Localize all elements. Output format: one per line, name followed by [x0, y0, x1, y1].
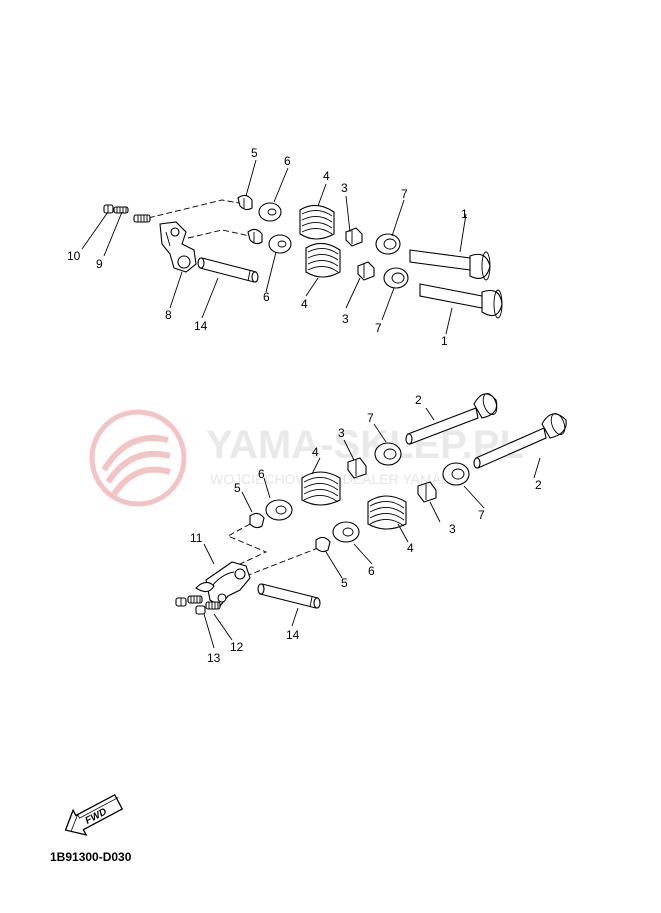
- valve: [405, 393, 498, 445]
- guide-line: [187, 229, 251, 239]
- watermark-logo-icon: [89, 409, 187, 507]
- valve-retainer: [249, 512, 265, 529]
- callout-valve: 1: [461, 207, 468, 221]
- spring-seat: [268, 234, 292, 254]
- bottom-assembly: 2 2 3 7 3 7 4 4 6 6 5 5 11 12 13 14: [175, 393, 567, 665]
- callout-valve-spring: 4: [312, 445, 319, 459]
- callout-valve-retainer: 5: [234, 481, 241, 495]
- valve-cotter: [417, 481, 437, 503]
- callout-valve-retainer: 5: [251, 146, 258, 160]
- callout-spring-seat: 6: [258, 467, 265, 481]
- valve-seal: [375, 233, 401, 255]
- valve-cotter: [345, 227, 363, 247]
- valve-seal: [383, 267, 409, 289]
- callout-rocker-shaft: 14: [194, 319, 208, 333]
- callout-valve-seal: 7: [375, 321, 382, 335]
- rocker-shaft: [257, 583, 321, 609]
- valve-retainer: [315, 536, 331, 553]
- callout-valve-retainer: 5: [341, 576, 348, 590]
- valve-spring: [367, 495, 407, 530]
- guide-line: [139, 199, 245, 221]
- callout-adjuster-screw: 12: [230, 640, 244, 654]
- nut: [103, 204, 114, 214]
- valve-seal: [374, 442, 402, 466]
- valve-seal: [442, 462, 470, 486]
- rocker-shaft: [197, 257, 259, 283]
- watermark-title: YAMA-SKLEP.PL: [206, 423, 524, 467]
- spring-seat: [332, 521, 360, 543]
- adjuster-screw: [187, 595, 203, 604]
- adjuster-screw: [205, 601, 221, 610]
- spring-seat: [258, 202, 282, 222]
- guide-line: [245, 547, 319, 577]
- callout-valve-seal: 7: [367, 411, 374, 425]
- callout-valve: 2: [535, 478, 542, 492]
- callout-valve-seal: 7: [401, 187, 408, 201]
- valve: [409, 249, 491, 281]
- rocker-arm: [159, 221, 197, 273]
- diagram-code: 1B91300-D030: [50, 850, 132, 864]
- callout-valve-cotter: 3: [449, 522, 456, 536]
- spring-seat: [265, 499, 293, 521]
- valve-spring: [305, 242, 341, 278]
- callout-valve-cotter: 3: [341, 181, 348, 195]
- callout-spring-seat: 6: [284, 154, 291, 168]
- valve-spring: [299, 204, 335, 240]
- valve-spring: [301, 471, 341, 506]
- top-assembly: 10 9 8 14 5 6 6 4 4 3 3 7 7 1 1: [67, 146, 503, 348]
- callout-valve-spring: 4: [407, 541, 414, 555]
- callout-spring-seat: 6: [263, 290, 270, 304]
- valve: [473, 413, 567, 469]
- callout-valve-seal: 7: [478, 508, 485, 522]
- callout-nut: 10: [67, 249, 81, 263]
- callout-spring-seat: 6: [368, 564, 375, 578]
- rocker-arm: [195, 561, 251, 607]
- callout-valve-cotter: 3: [342, 312, 349, 326]
- nut: [195, 605, 206, 615]
- callout-valve-spring: 4: [301, 297, 308, 311]
- watermark: YAMA-SKLEP.PL WOJCIECHOWICZ | DEALER YAM…: [89, 409, 524, 507]
- callout-rocker-arm: 8: [165, 308, 172, 322]
- nut: [175, 597, 187, 607]
- valve-cotter: [347, 457, 367, 479]
- adjuster-screw: [133, 214, 151, 223]
- callout-valve-spring: 4: [323, 169, 330, 183]
- fwd-arrow-icon: FWD: [64, 793, 124, 836]
- callout-valve-cotter: 3: [338, 426, 345, 440]
- adjuster-screw: [113, 206, 129, 214]
- callout-rocker-arm: 11: [190, 531, 203, 545]
- valve-cotter: [357, 261, 375, 281]
- callout-valve: 1: [441, 334, 448, 348]
- valve-retainer: [237, 194, 253, 211]
- valve-retainer: [247, 228, 263, 245]
- callout-valve: 2: [415, 393, 422, 407]
- callout-nut: 13: [207, 651, 221, 665]
- callout-adjuster-screw: 9: [96, 257, 103, 271]
- callout-rocker-shaft: 14: [286, 628, 300, 642]
- valve: [419, 283, 503, 319]
